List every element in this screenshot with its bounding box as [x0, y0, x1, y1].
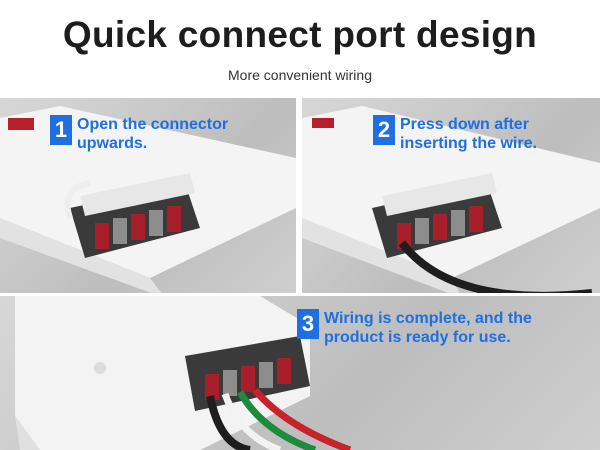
step-1-line-2: upwards.	[77, 135, 148, 152]
step-3-number: 3	[297, 309, 319, 339]
step-2-number: 2	[373, 115, 395, 145]
step-3-caption: 3 Wiring is complete, and the product is…	[297, 309, 532, 347]
page-subtitle: More convenient wiring	[228, 67, 372, 83]
controller-illustration-complete	[15, 296, 352, 450]
step-1-line-1: Open the connector	[77, 116, 229, 133]
step-3-photo: 3 Wiring is complete, and the product is…	[0, 296, 600, 450]
step-1-number: 1	[50, 115, 72, 145]
step-2-line-2: inserting the wire.	[400, 135, 537, 152]
step-2-line-1: Press down after	[400, 116, 529, 133]
controller-illustration-open	[0, 106, 296, 293]
page-title: Quick connect port design	[62, 14, 538, 55]
step-2-photo: 2 Press down after inserting the wire.	[302, 98, 600, 293]
step-1-caption: 1 Open the connector upwards.	[50, 115, 228, 153]
step-1-photo: 1 Open the connector upwards.	[0, 98, 296, 293]
step-3-line-1: Wiring is complete, and the	[324, 310, 532, 327]
step-3-line-2: product is ready for use.	[324, 329, 511, 346]
step-2-caption: 2 Press down after inserting the wire.	[373, 115, 537, 153]
controller-illustration-inserting	[302, 106, 600, 293]
